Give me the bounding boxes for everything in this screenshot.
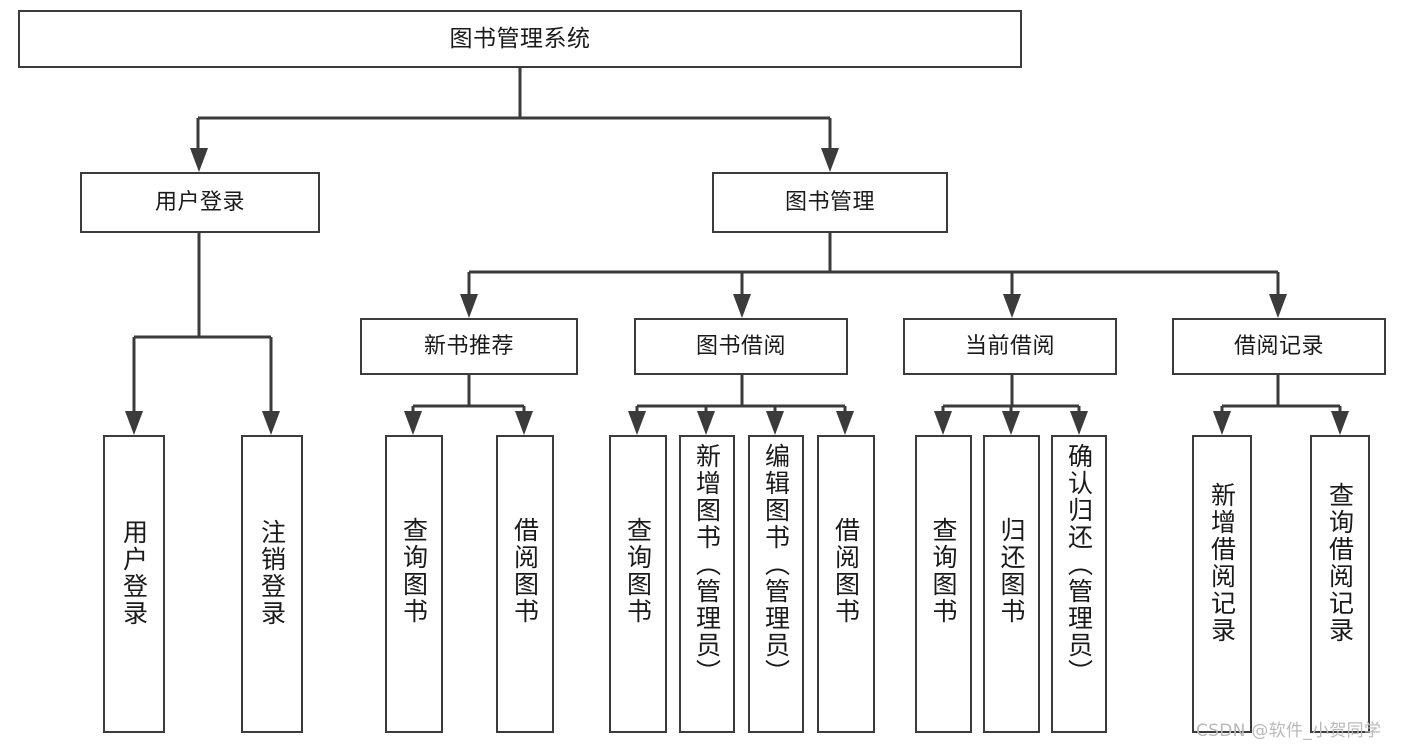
leaf-borrow-book-2[interactable]: 借阅图书: [817, 435, 875, 733]
node-user-login[interactable]: 用户登录: [80, 172, 320, 233]
leaf-edit-book-label: 编辑图书（管理员）: [761, 443, 791, 686]
node-new-book-rec-label: 新书推荐: [423, 333, 514, 359]
leaf-query-book-1[interactable]: 查询图书: [385, 435, 443, 733]
leaf-query-record[interactable]: 查询借阅记录: [1310, 435, 1370, 733]
leaf-return-book[interactable]: 归还图书: [983, 435, 1040, 733]
node-root-label: 图书管理系统: [449, 25, 591, 52]
leaf-borrow-book-1[interactable]: 借阅图书: [496, 435, 554, 733]
leaf-query-book-2[interactable]: 查询图书: [609, 435, 667, 733]
node-current-borrow-label: 当前借阅: [964, 333, 1055, 359]
node-root[interactable]: 图书管理系统: [18, 10, 1022, 68]
leaf-add-record[interactable]: 新增借阅记录: [1192, 435, 1252, 733]
leaf-add-book[interactable]: 新增图书（管理员）: [679, 435, 735, 733]
node-book-manage[interactable]: 图书管理: [712, 172, 948, 233]
leaf-confirm-return[interactable]: 确认归还（管理员）: [1051, 435, 1107, 733]
leaf-add-record-label: 新增借阅记录: [1207, 482, 1237, 644]
leaf-query-book-2-label: 查询图书: [623, 517, 653, 625]
node-book-manage-label: 图书管理: [784, 189, 875, 215]
node-book-borrow[interactable]: 图书借阅: [634, 318, 848, 375]
leaf-logout-label: 注销登录: [257, 519, 287, 627]
leaf-borrow-book-1-label: 借阅图书: [510, 517, 540, 625]
leaf-borrow-book-2-label: 借阅图书: [831, 517, 861, 625]
node-borrow-record-label: 借阅记录: [1233, 333, 1324, 359]
watermark-text: CSDN @软件_小贺同学: [1196, 721, 1382, 741]
node-user-login-label: 用户登录: [154, 189, 245, 215]
leaf-query-book-3-label: 查询图书: [929, 517, 958, 625]
leaf-logout[interactable]: 注销登录: [241, 435, 303, 733]
leaf-query-book-1-label: 查询图书: [399, 517, 429, 625]
leaf-confirm-return-label: 确认归还（管理员）: [1064, 443, 1094, 686]
leaf-add-book-label: 新增图书（管理员）: [692, 443, 722, 686]
leaf-query-record-label: 查询借阅记录: [1325, 482, 1355, 644]
node-borrow-record[interactable]: 借阅记录: [1172, 318, 1386, 375]
leaf-user-login-label: 用户登录: [119, 519, 149, 627]
node-new-book-rec[interactable]: 新书推荐: [360, 318, 578, 375]
leaf-edit-book[interactable]: 编辑图书（管理员）: [748, 435, 804, 733]
leaf-return-book-label: 归还图书: [997, 517, 1026, 625]
leaf-query-book-3[interactable]: 查询图书: [915, 435, 972, 733]
leaf-user-login[interactable]: 用户登录: [103, 435, 165, 733]
node-book-borrow-label: 图书借阅: [695, 333, 786, 359]
node-current-borrow[interactable]: 当前借阅: [903, 318, 1117, 375]
